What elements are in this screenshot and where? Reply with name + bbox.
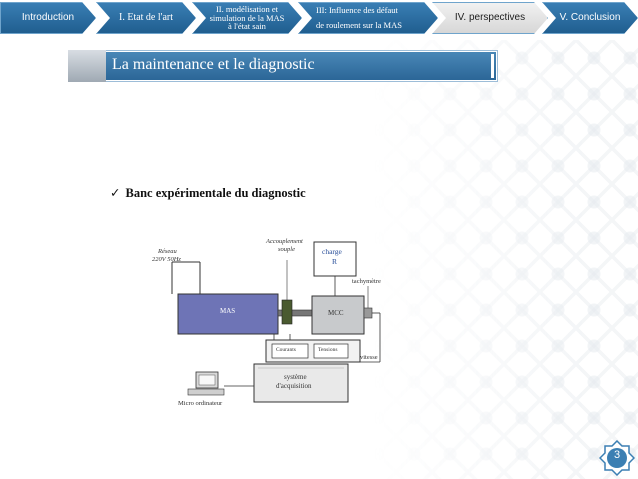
nav-tab-introduction[interactable]: Introduction [0, 2, 96, 34]
check-icon: ✓ [110, 185, 121, 200]
nav-tab-modelisation[interactable]: II. modélisation et simulation de la MAS… [192, 2, 302, 34]
label-acquisition: d'acquisition [276, 382, 312, 390]
bullet-text: Banc expérimentale du diagnostic [125, 186, 306, 200]
nav-tab-influence-defaut[interactable]: III: Influence des défaut de roulement s… [298, 2, 438, 34]
label-courants: Courants [276, 347, 296, 353]
voltages-box [313, 343, 349, 359]
label-mas: MAS [220, 307, 236, 315]
tachometer [363, 307, 373, 319]
label-voltage: 220V 50Hz [152, 256, 181, 263]
mas-block [177, 293, 279, 335]
acquisition-system [253, 363, 349, 403]
top-navigation: Introduction I. Etat de l'art II. modéli… [0, 0, 638, 36]
currents-box [271, 343, 309, 359]
test-bench-diagram: Réseau 220V 50Hz Accouplement souple cha… [138, 236, 400, 414]
computer-screen [198, 374, 216, 386]
background-pattern [360, 40, 638, 479]
section-title-bar [68, 50, 498, 82]
label-reseau: Réseau [158, 248, 177, 255]
label-souple: souple [278, 246, 295, 253]
nav-tab-etat-de-l-art[interactable]: I. Etat de l'art [96, 2, 196, 34]
label-mcc: MCC [328, 309, 344, 317]
nav-tab-perspectives[interactable]: IV. perspectives [432, 2, 548, 34]
label-charge: charge [322, 247, 342, 256]
section-title: La maintenance et le diagnostic [112, 56, 315, 73]
nav-tab-conclusion[interactable]: V. Conclusion [542, 2, 638, 34]
computer-keyboard [187, 388, 225, 396]
section-title-end-mark [491, 54, 494, 78]
label-charge-r: R [332, 257, 338, 266]
diagram-drawing [171, 241, 381, 403]
label-accouplement: Accouplement [266, 238, 303, 245]
section-title-accent [68, 50, 106, 82]
coupling [281, 299, 293, 325]
label-vitesse: vitesse [360, 354, 378, 361]
page-number: 3 [613, 449, 621, 461]
bullet-item: ✓ Banc expérimentale du diagnostic [110, 185, 306, 201]
label-systeme: système [284, 373, 307, 381]
label-tachymetre: tachymètre [352, 278, 381, 285]
page-number-badge [599, 440, 635, 476]
label-tensions: Tensions [318, 347, 338, 353]
label-micro-ordinateur: Micro ordinateur [178, 400, 223, 407]
